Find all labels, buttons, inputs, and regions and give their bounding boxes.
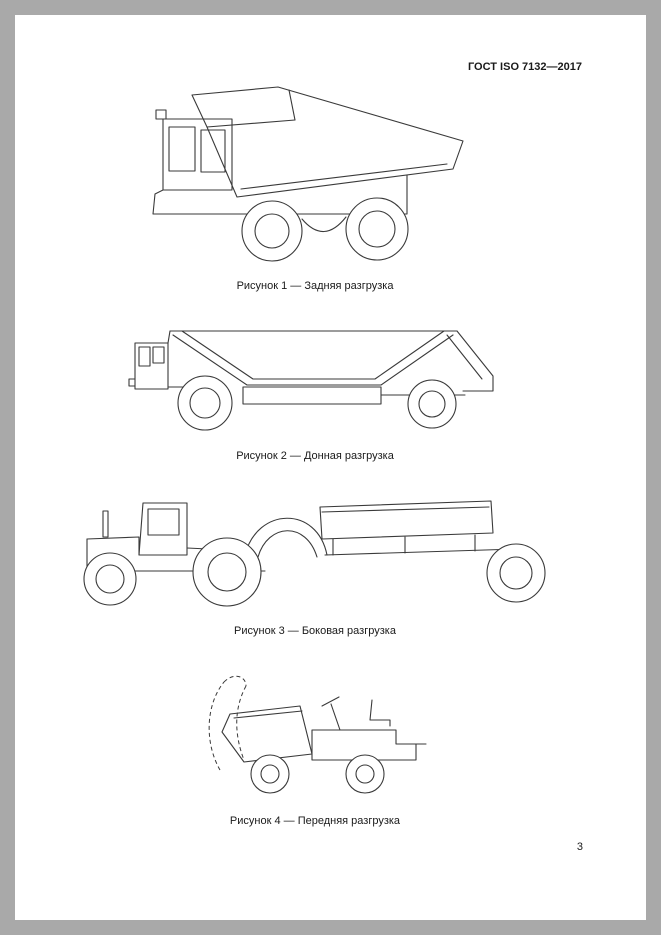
wheels bbox=[250, 754, 385, 794]
figure-1-caption: Рисунок 1 — Задняя разгрузка bbox=[236, 280, 394, 292]
wheels bbox=[241, 197, 409, 262]
figure-1-block bbox=[145, 83, 485, 268]
wheels bbox=[83, 537, 546, 607]
figure-3-caption: Рисунок 3 — Боковая разгрузка bbox=[234, 625, 396, 637]
tipped-skip-dashed-outline bbox=[208, 675, 247, 771]
bottom-dump-truck-drawing bbox=[128, 330, 494, 431]
rear-dump-truck-drawing bbox=[152, 86, 464, 262]
cab bbox=[128, 330, 184, 390]
skip bbox=[221, 705, 313, 763]
figure-2-block bbox=[125, 323, 505, 433]
figure-2-caption: Рисунок 2 — Донная разгрузка bbox=[236, 450, 394, 462]
document-page: ГОСТ ISO 7132—2017 bbox=[15, 15, 646, 920]
page-header-title: ГОСТ ISO 7132—2017 bbox=[467, 61, 582, 73]
machine-body bbox=[311, 696, 427, 761]
wheels bbox=[177, 375, 457, 431]
cab bbox=[155, 109, 233, 191]
figure-4-caption: Рисунок 4 — Передняя разгрузка bbox=[229, 815, 401, 827]
gooseneck-arch bbox=[244, 517, 328, 558]
figure-4-block bbox=[200, 670, 440, 795]
front-dump-truck-drawing bbox=[208, 675, 427, 794]
figure-3-block bbox=[75, 493, 550, 608]
side-dump-body bbox=[319, 500, 518, 556]
dump-body bbox=[191, 86, 464, 198]
page-number: 3 bbox=[576, 841, 583, 853]
chassis bbox=[152, 174, 408, 233]
side-dump-truck-drawing bbox=[83, 500, 546, 607]
